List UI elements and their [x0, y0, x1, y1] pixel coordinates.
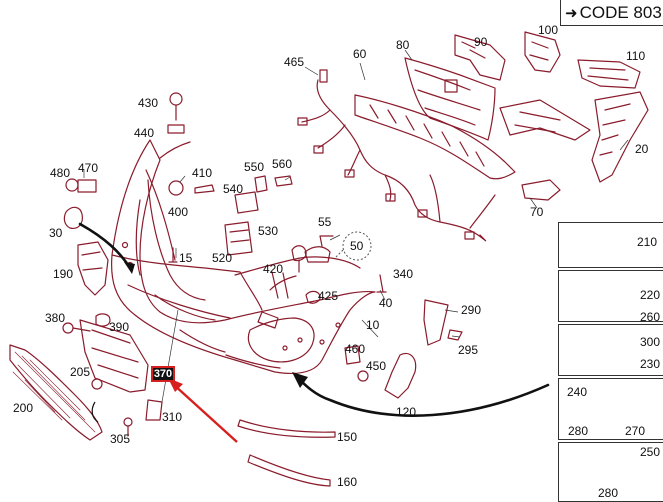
part-label[interactable]: 460 [345, 342, 366, 356]
part-label[interactable]: 220 [640, 288, 661, 302]
part-label[interactable]: 15 [179, 251, 193, 265]
part-label[interactable]: 280 [568, 424, 589, 438]
part-label[interactable]: 420 [263, 262, 284, 276]
part-label[interactable]: 205 [70, 365, 91, 379]
part-label[interactable]: 290 [461, 303, 482, 317]
part-label[interactable]: 480 [50, 166, 71, 180]
part-label[interactable]: 390 [109, 320, 130, 334]
panel-220-260 [558, 270, 663, 322]
part-label[interactable]: 150 [337, 430, 358, 444]
trim-strip-150 [237, 419, 336, 438]
bracket-70 [521, 179, 561, 201]
part-label[interactable]: 190 [53, 267, 74, 281]
part-label[interactable]: 10 [366, 318, 380, 332]
side-bracket-20 [591, 91, 649, 183]
part-label[interactable]: 30 [49, 226, 63, 240]
part-label[interactable]: 270 [625, 424, 646, 438]
part-label[interactable]: 560 [272, 157, 293, 171]
crossmember [404, 57, 496, 141]
part-label[interactable]: 80 [396, 38, 410, 52]
part-label[interactable]: 530 [258, 224, 279, 238]
part-label[interactable]: 120 [396, 405, 417, 419]
part-label[interactable]: 440 [134, 126, 155, 140]
part-label[interactable]: 55 [318, 215, 332, 229]
part-label[interactable]: 410 [192, 166, 213, 180]
part-label[interactable]: 380 [45, 311, 66, 325]
part-label[interactable]: 295 [458, 343, 479, 357]
panel-240-270-280 [558, 378, 663, 440]
part-label[interactable]: 250 [640, 445, 661, 459]
panel-210 [558, 222, 663, 268]
part-label[interactable]: 230 [640, 357, 661, 371]
arrow-icon: ➜ [565, 4, 578, 22]
part-label[interactable]: 550 [244, 160, 265, 174]
bumper-cover [111, 139, 376, 375]
part-label[interactable]: 60 [353, 47, 367, 61]
upper-bracket [354, 94, 516, 180]
part-label[interactable]: 465 [284, 55, 305, 69]
lower-grille [9, 344, 103, 441]
part-label[interactable]: 340 [393, 267, 414, 281]
part-label[interactable]: 40 [379, 296, 393, 310]
option-code-box: ➜ CODE 803 [560, 0, 663, 26]
part-label[interactable]: 280 [598, 486, 619, 500]
part-label[interactable]: 450 [366, 359, 387, 373]
part-label[interactable]: 50 [350, 239, 364, 253]
bracket-110 [577, 59, 641, 89]
bracket-190 [77, 241, 109, 296]
part-label[interactable]: 300 [640, 335, 661, 349]
part-label[interactable]: 260 [640, 310, 661, 324]
part-label[interactable]: 430 [138, 96, 159, 110]
bracket-100 [524, 31, 561, 73]
part-label[interactable]: 425 [318, 289, 339, 303]
part-label[interactable]: 90 [474, 35, 488, 49]
part-label[interactable]: 470 [78, 161, 99, 175]
option-code-label: CODE 803 [579, 2, 662, 22]
part-label[interactable]: 305 [110, 432, 131, 446]
highlighted-part-370[interactable]: 370 [151, 366, 175, 382]
part-label[interactable]: 100 [538, 23, 559, 37]
part-label[interactable]: 210 [637, 235, 658, 249]
part-label[interactable]: 110 [626, 49, 646, 63]
part-label[interactable]: 520 [212, 251, 233, 265]
part-label[interactable]: 240 [567, 385, 588, 399]
part-label[interactable]: 540 [223, 182, 244, 196]
cap-30 [63, 206, 83, 229]
part-label[interactable]: 20 [635, 142, 649, 156]
part-label[interactable]: 400 [168, 205, 189, 219]
panel-230-300 [558, 324, 663, 376]
part-label[interactable]: 310 [162, 410, 183, 424]
part-label[interactable]: 200 [13, 401, 34, 415]
wiring-harness [316, 79, 479, 236]
plate-bracket [79, 319, 149, 393]
part-label[interactable]: 160 [337, 475, 358, 489]
part-label[interactable]: 70 [530, 205, 544, 219]
trim-strip-160 [247, 454, 331, 487]
bracket-90 [454, 34, 506, 81]
